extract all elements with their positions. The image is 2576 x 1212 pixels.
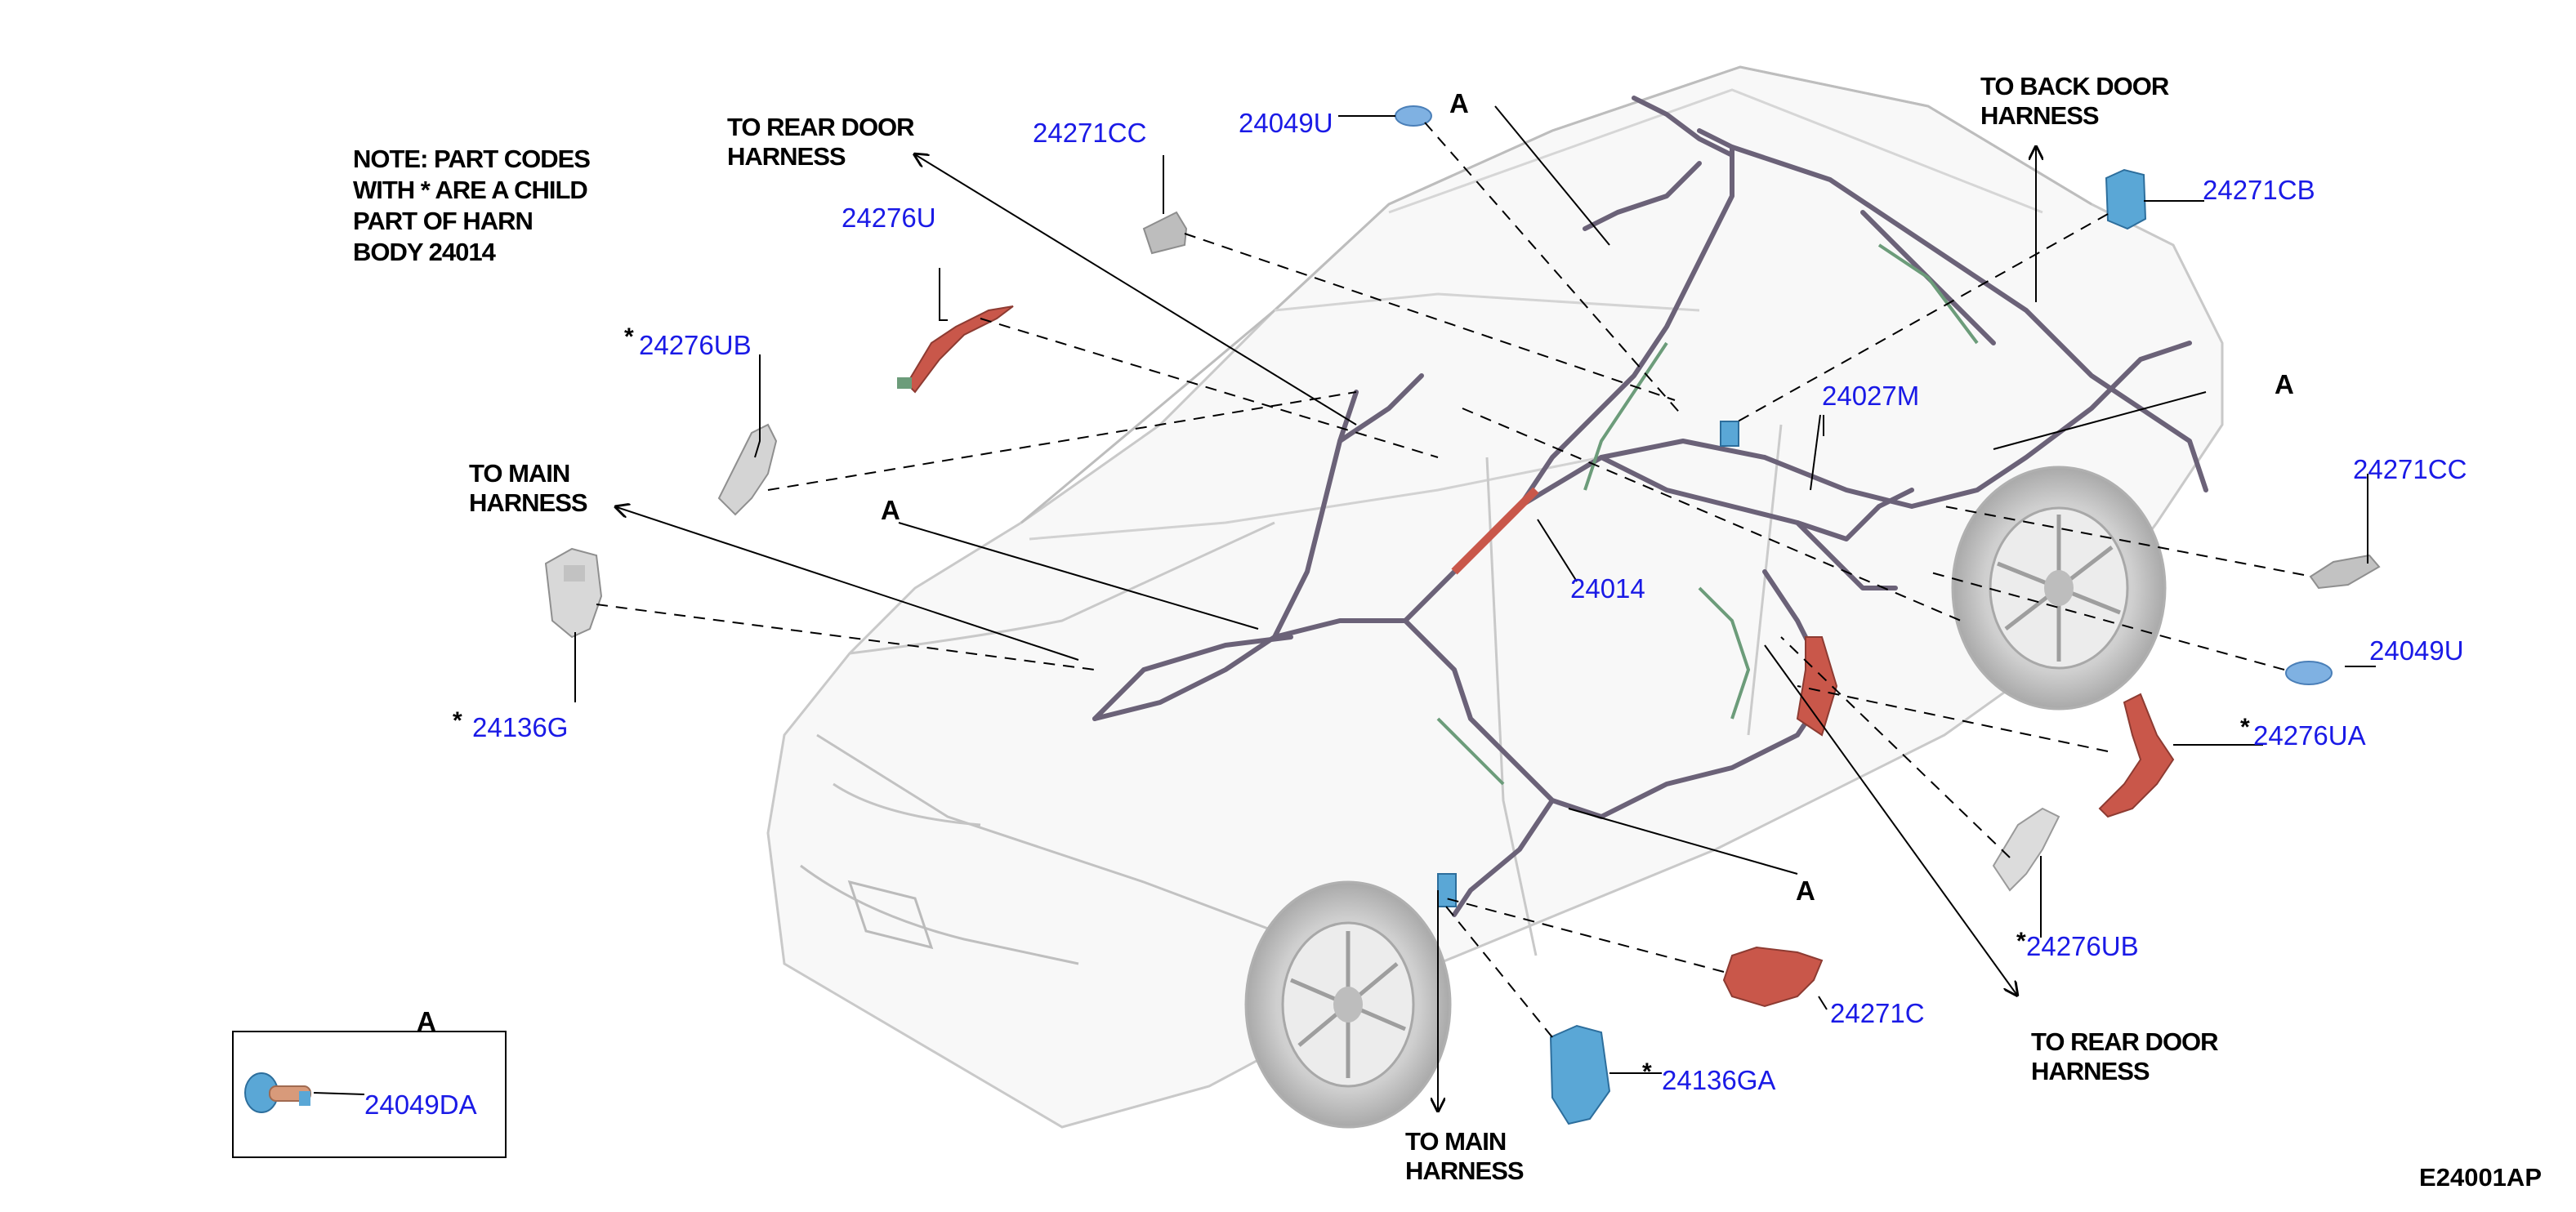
part-label-24276ua[interactable]: 24276UA: [2253, 720, 2366, 751]
asterisk-marker: *: [453, 707, 462, 734]
part-label-24136ga[interactable]: 24136GA: [1662, 1065, 1776, 1095]
annotation-main-bottom: TO MAIN HARNESS: [1405, 1127, 1525, 1186]
annotation-line: TO BACK DOOR: [1980, 72, 2169, 100]
dashed-lines: [596, 122, 2305, 1038]
part-label-24027m[interactable]: 24027M: [1822, 381, 1920, 411]
car-body: [766, 65, 2224, 1129]
part-24049u-right-image[interactable]: [2285, 661, 2333, 685]
annotation-main-left: TO MAIN HARNESS: [469, 459, 588, 518]
part-label-24276u[interactable]: 24276U: [842, 203, 936, 233]
part-label-24271c[interactable]: 24271C: [1830, 998, 1925, 1028]
part-24271cc-top-image[interactable]: [1142, 211, 1188, 255]
rear-wheel: [1951, 466, 2167, 711]
annotation-line: HARNESS: [1980, 101, 2100, 130]
annotation-line: HARNESS: [727, 142, 846, 171]
part-code-note: NOTE: PART CODES WITH * ARE A CHILD PART…: [353, 144, 647, 268]
part-24276ub-right-image[interactable]: [1992, 807, 2060, 892]
annotation-line: HARNESS: [2031, 1057, 2150, 1085]
note-line-2: WITH * ARE A CHILD: [353, 176, 588, 204]
leader-lines: [313, 105, 2376, 1095]
asterisk-marker: *: [624, 323, 634, 350]
part-24014-segment[interactable]: [1451, 487, 1539, 575]
detail-letter-a: A: [417, 1006, 436, 1036]
annotation-line: TO MAIN: [1405, 1127, 1507, 1156]
annotation-rear-door-bottom: TO REAR DOOR HARNESS: [2031, 1027, 2219, 1086]
harness-arrows: [614, 145, 2036, 1112]
part-label-24271cb[interactable]: 24271CB: [2203, 175, 2315, 205]
asterisk-marker: *: [2240, 714, 2250, 741]
part-24049da-image[interactable]: [244, 1072, 311, 1113]
detail-letter-a: A: [1796, 876, 1815, 906]
part-24136g-image[interactable]: [544, 547, 603, 639]
part-24271cb-image[interactable]: [2105, 168, 2147, 230]
annotation-line: TO REAR DOOR: [2031, 1027, 2219, 1056]
annotation-line: TO MAIN: [469, 459, 570, 488]
front-connector-green: [1437, 873, 1457, 907]
part-label-24014[interactable]: 24014: [1570, 573, 1645, 604]
detail-letter-a: A: [881, 495, 900, 525]
annotation-back-door: TO BACK DOOR HARNESS: [1980, 72, 2169, 131]
harness-green-branches: [1436, 243, 1979, 786]
note-line-3: PART OF HARN: [353, 207, 534, 235]
asterisk-marker: *: [1642, 1058, 1652, 1085]
part-24271c-image[interactable]: [1722, 946, 1824, 1008]
part-24136ga-image[interactable]: [1549, 1024, 1611, 1125]
part-label-24136g[interactable]: 24136G: [472, 712, 569, 742]
part-24276ub-left-image[interactable]: [717, 423, 778, 516]
part-24276ua-image[interactable]: [2098, 693, 2175, 818]
detail-letter-a: A: [1449, 88, 1469, 118]
part-label-24049u-right[interactable]: 24049U: [2369, 635, 2464, 666]
note-line-4: BODY 24014: [353, 238, 496, 266]
part-label-24049u-top[interactable]: 24049U: [1239, 108, 1333, 138]
part-label-24276ub-right[interactable]: 24276UB: [2026, 931, 2139, 961]
part-label-24049da[interactable]: 24049DA: [364, 1089, 477, 1120]
part-24027m-marker[interactable]: [1720, 421, 1739, 447]
annotation-line: HARNESS: [469, 488, 588, 517]
note-line-1: NOTE: PART CODES: [353, 145, 591, 173]
part-24271cc-right-image[interactable]: [2309, 554, 2381, 590]
part-label-24276ub-left[interactable]: 24276UB: [639, 330, 752, 360]
front-wheel: [1244, 880, 1452, 1129]
annotation-line: TO REAR DOOR: [727, 113, 915, 141]
diagram-code: E24001AP: [2419, 1163, 2542, 1192]
annotation-rear-door-top: TO REAR DOOR HARNESS: [727, 113, 915, 172]
part-24276u-image[interactable]: [897, 305, 1014, 394]
detail-letter-a: A: [2275, 369, 2294, 399]
part-label-24271cc-right[interactable]: 24271CC: [2353, 454, 2467, 484]
asterisk-marker: *: [2016, 928, 2026, 955]
part-label-24271cc-top[interactable]: 24271CC: [1033, 118, 1147, 148]
annotation-line: HARNESS: [1405, 1156, 1525, 1185]
detail-inset-a: [232, 1031, 507, 1158]
